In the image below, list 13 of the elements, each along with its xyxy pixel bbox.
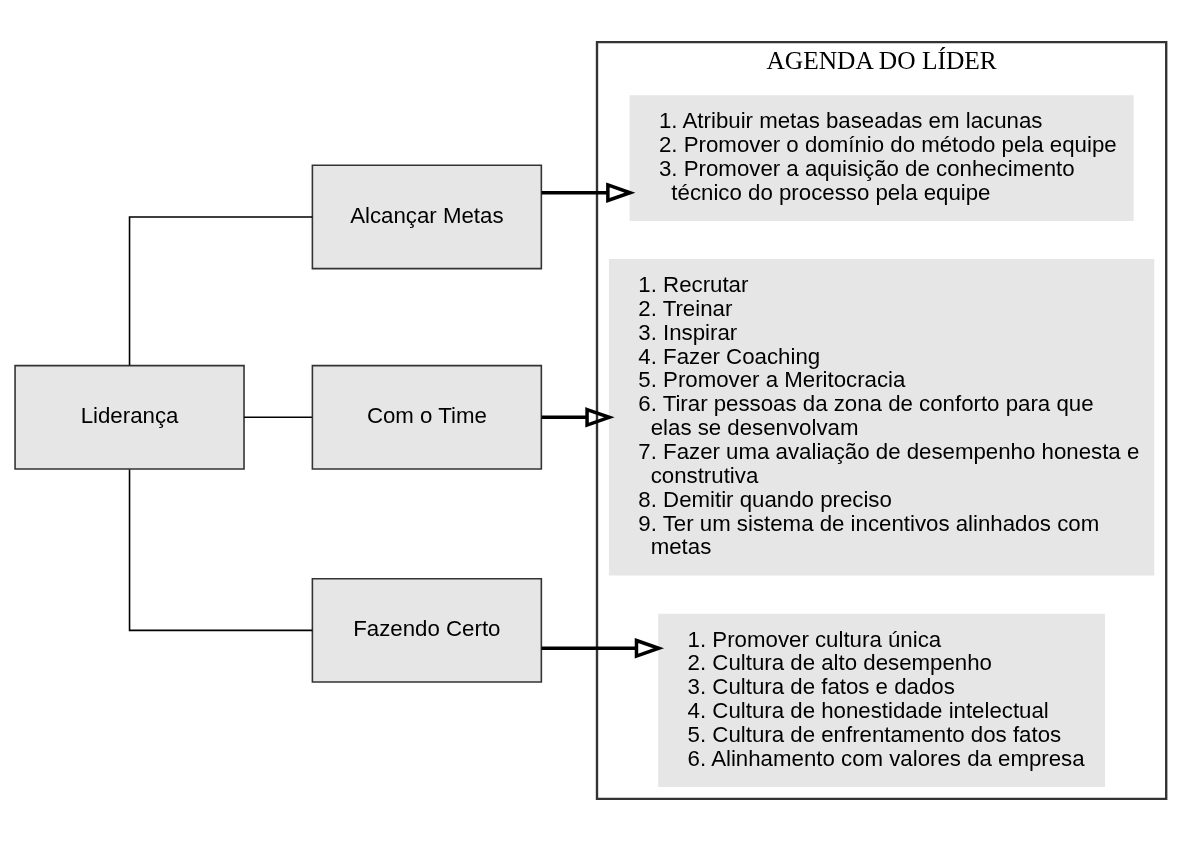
arrow <box>541 638 665 659</box>
connector <box>128 216 314 366</box>
node-box: Com o Time <box>311 364 543 470</box>
connector <box>243 416 313 419</box>
node-box: Alcançar Metas <box>311 164 543 270</box>
arrow <box>541 182 636 203</box>
node-box: 1. Promover cultura única 2. Cultura de alto desempenho 3. Cultura de fatos e dados 4. Cultura de honestidade intelectual 5. Cultura de enfrentamento dos fatos 6. Alinhamento com valores da empresa <box>658 613 1105 787</box>
node-box: 1. Recrutar 2. Treinar 3. Inspirar 4. Fazer Coaching 5. Promover a Meritocracia 6. Tirar pessoas da zona de conforto para que elas se desenvolvam 7. Fazer uma avaliação de desempenho honesta e construtiva 8. Demitir quando preciso 9. Ter um sistema de incentivos alinhados com metas <box>608 259 1155 576</box>
connector <box>128 468 314 632</box>
node-box: 1. Atribuir metas baseadas em lacunas 2. Promover o domínio do método pela equipe 3. Promover a aquisição de conhecimento técnico do processo pela equipe <box>629 95 1134 221</box>
node-box: Liderança <box>14 364 245 470</box>
node-box: Fazendo Certo <box>311 577 543 683</box>
arrow <box>541 407 615 428</box>
